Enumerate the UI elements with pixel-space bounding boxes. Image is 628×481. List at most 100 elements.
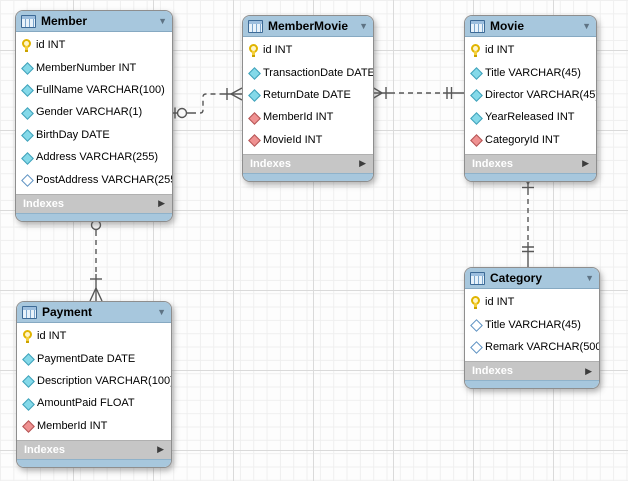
column-label: Description VARCHAR(100): [37, 374, 172, 387]
foreign-key-icon: [248, 133, 259, 146]
column-row[interactable]: MovieId INT: [243, 129, 373, 151]
collapse-arrow-icon[interactable]: ▼: [582, 21, 591, 31]
column-notnull-icon: [21, 83, 32, 96]
primary-key-icon: [470, 295, 481, 309]
column-row[interactable]: Address VARCHAR(255): [16, 146, 172, 168]
expand-arrow-icon[interactable]: ▶: [158, 198, 165, 209]
table-header[interactable]: MemberMovie ▼: [243, 16, 373, 37]
table-header[interactable]: Category▼: [465, 268, 599, 289]
column-row[interactable]: MemberId INT: [243, 106, 373, 128]
column-row[interactable]: MemberId INT: [17, 415, 171, 437]
column-row[interactable]: PaymentDate DATE: [17, 347, 171, 369]
column-row[interactable]: FullName VARCHAR(100): [16, 79, 172, 101]
column-row[interactable]: CategoryId INT: [465, 129, 596, 151]
column-row[interactable]: TransactionDate DATE: [243, 61, 373, 83]
column-label: Title VARCHAR(45): [485, 318, 581, 331]
table-header[interactable]: Movie▼: [465, 16, 596, 37]
indexes-bar[interactable]: Indexes ▶: [17, 439, 171, 459]
expand-arrow-icon[interactable]: ▶: [585, 365, 592, 376]
table-header[interactable]: Member ▼: [16, 11, 172, 32]
column-row[interactable]: ReturnDate DATE: [243, 84, 373, 106]
primary-key-icon: [21, 38, 32, 52]
column-row[interactable]: Remark VARCHAR(500): [465, 336, 599, 358]
relationship-member-membermovie[interactable]: [171, 87, 243, 119]
column-label: id INT: [36, 39, 66, 52]
indexes-label: Indexes: [24, 443, 65, 456]
collapse-arrow-icon[interactable]: ▼: [359, 21, 368, 31]
collapse-arrow-icon[interactable]: ▼: [158, 16, 167, 26]
table-membermovie[interactable]: MemberMovie ▼ id INT TransactionDate DATE Re…: [242, 15, 374, 182]
column-row[interactable]: id INT: [17, 325, 171, 347]
column-label: Title VARCHAR(45): [485, 66, 581, 79]
foreign-key-icon: [22, 419, 33, 432]
column-row[interactable]: id INT: [16, 34, 172, 56]
column-list: id INT TransactionDate DATE ReturnDate DAT…: [243, 37, 373, 154]
column-row[interactable]: id INT: [465, 291, 599, 313]
table-bottom-strip: [465, 380, 599, 389]
column-label: Director VARCHAR(45): [485, 88, 597, 101]
column-row[interactable]: BirthDay DATE: [16, 124, 172, 146]
column-label: MemberId INT: [263, 111, 334, 124]
column-row[interactable]: Title VARCHAR(45): [465, 313, 599, 335]
column-label: ReturnDate DATE: [263, 88, 351, 101]
table-icon: [248, 19, 263, 33]
relationship-member-payment[interactable]: [89, 212, 103, 302]
column-notnull-icon: [21, 61, 32, 74]
column-label: PaymentDate DATE: [37, 352, 136, 365]
table-movie[interactable]: Movie▼id INT Title VARCHAR(45) Director VA…: [464, 15, 597, 182]
column-row[interactable]: YearReleased INT: [465, 106, 596, 128]
relationship-movie-category[interactable]: [521, 171, 535, 267]
column-row[interactable]: MemberNumber INT: [16, 56, 172, 78]
column-row[interactable]: Director VARCHAR(45): [465, 84, 596, 106]
indexes-label: Indexes: [472, 157, 513, 170]
expand-arrow-icon[interactable]: ▶: [359, 158, 366, 169]
indexes-bar[interactable]: Indexes▶: [243, 153, 373, 173]
column-label: MemberId INT: [37, 419, 108, 432]
table-payment[interactable]: Payment ▼ id INT PaymentDate DATE Descriptio…: [16, 301, 172, 468]
column-nullable-icon: [470, 340, 481, 353]
column-row[interactable]: Gender VARCHAR(1): [16, 101, 172, 123]
column-label: id INT: [485, 296, 515, 309]
column-label: YearReleased INT: [485, 111, 575, 124]
column-row[interactable]: Description VARCHAR(100): [17, 370, 171, 392]
table-title: MemberMovie: [268, 19, 349, 33]
primary-key-icon: [248, 43, 259, 57]
collapse-arrow-icon[interactable]: ▼: [585, 273, 594, 283]
column-row[interactable]: id INT: [243, 39, 373, 61]
column-label: FullName VARCHAR(100): [36, 83, 165, 96]
column-label: id INT: [263, 44, 293, 57]
column-list: id INT PaymentDate DATE Description VARCHA…: [17, 323, 171, 440]
table-category[interactable]: Category▼ id INT Title VARCHAR(45) Remark V…: [464, 267, 600, 390]
column-row[interactable]: AmountPaid FLOAT: [17, 392, 171, 414]
table-title: Payment: [42, 305, 93, 319]
table-icon: [470, 19, 485, 33]
column-label: Address VARCHAR(255): [36, 151, 159, 164]
table-bottom-strip: [465, 172, 596, 181]
column-notnull-icon: [470, 66, 481, 79]
table-title: Member: [41, 14, 88, 28]
relationship-membermovie-movie[interactable]: [371, 86, 464, 100]
column-row[interactable]: PostAddress VARCHAR(255): [16, 168, 172, 190]
column-row[interactable]: id INT: [465, 39, 596, 61]
table-header[interactable]: Payment ▼: [17, 302, 171, 323]
indexes-bar[interactable]: Indexes ▶: [465, 361, 599, 381]
column-label: MemberNumber INT: [36, 61, 137, 74]
column-notnull-icon: [22, 397, 33, 410]
indexes-label: Indexes: [472, 365, 513, 378]
collapse-arrow-icon[interactable]: ▼: [157, 307, 166, 317]
column-label: AmountPaid FLOAT: [37, 397, 135, 410]
indexes-bar[interactable]: Indexes▶: [16, 193, 172, 213]
table-member[interactable]: Member ▼ id INT MemberNumber INT FullName VA…: [15, 10, 173, 222]
column-label: MovieId INT: [263, 133, 323, 146]
column-nullable-icon: [21, 173, 32, 186]
column-row[interactable]: Title VARCHAR(45): [465, 61, 596, 83]
column-label: Gender VARCHAR(1): [36, 106, 143, 119]
column-notnull-icon: [21, 106, 32, 119]
expand-arrow-icon[interactable]: ▶: [157, 444, 164, 455]
column-label: id INT: [37, 330, 67, 343]
primary-key-icon: [470, 43, 481, 57]
indexes-bar[interactable]: Indexes ▶: [465, 153, 596, 173]
expand-arrow-icon[interactable]: ▶: [582, 158, 589, 169]
table-bottom-strip: [16, 212, 172, 221]
